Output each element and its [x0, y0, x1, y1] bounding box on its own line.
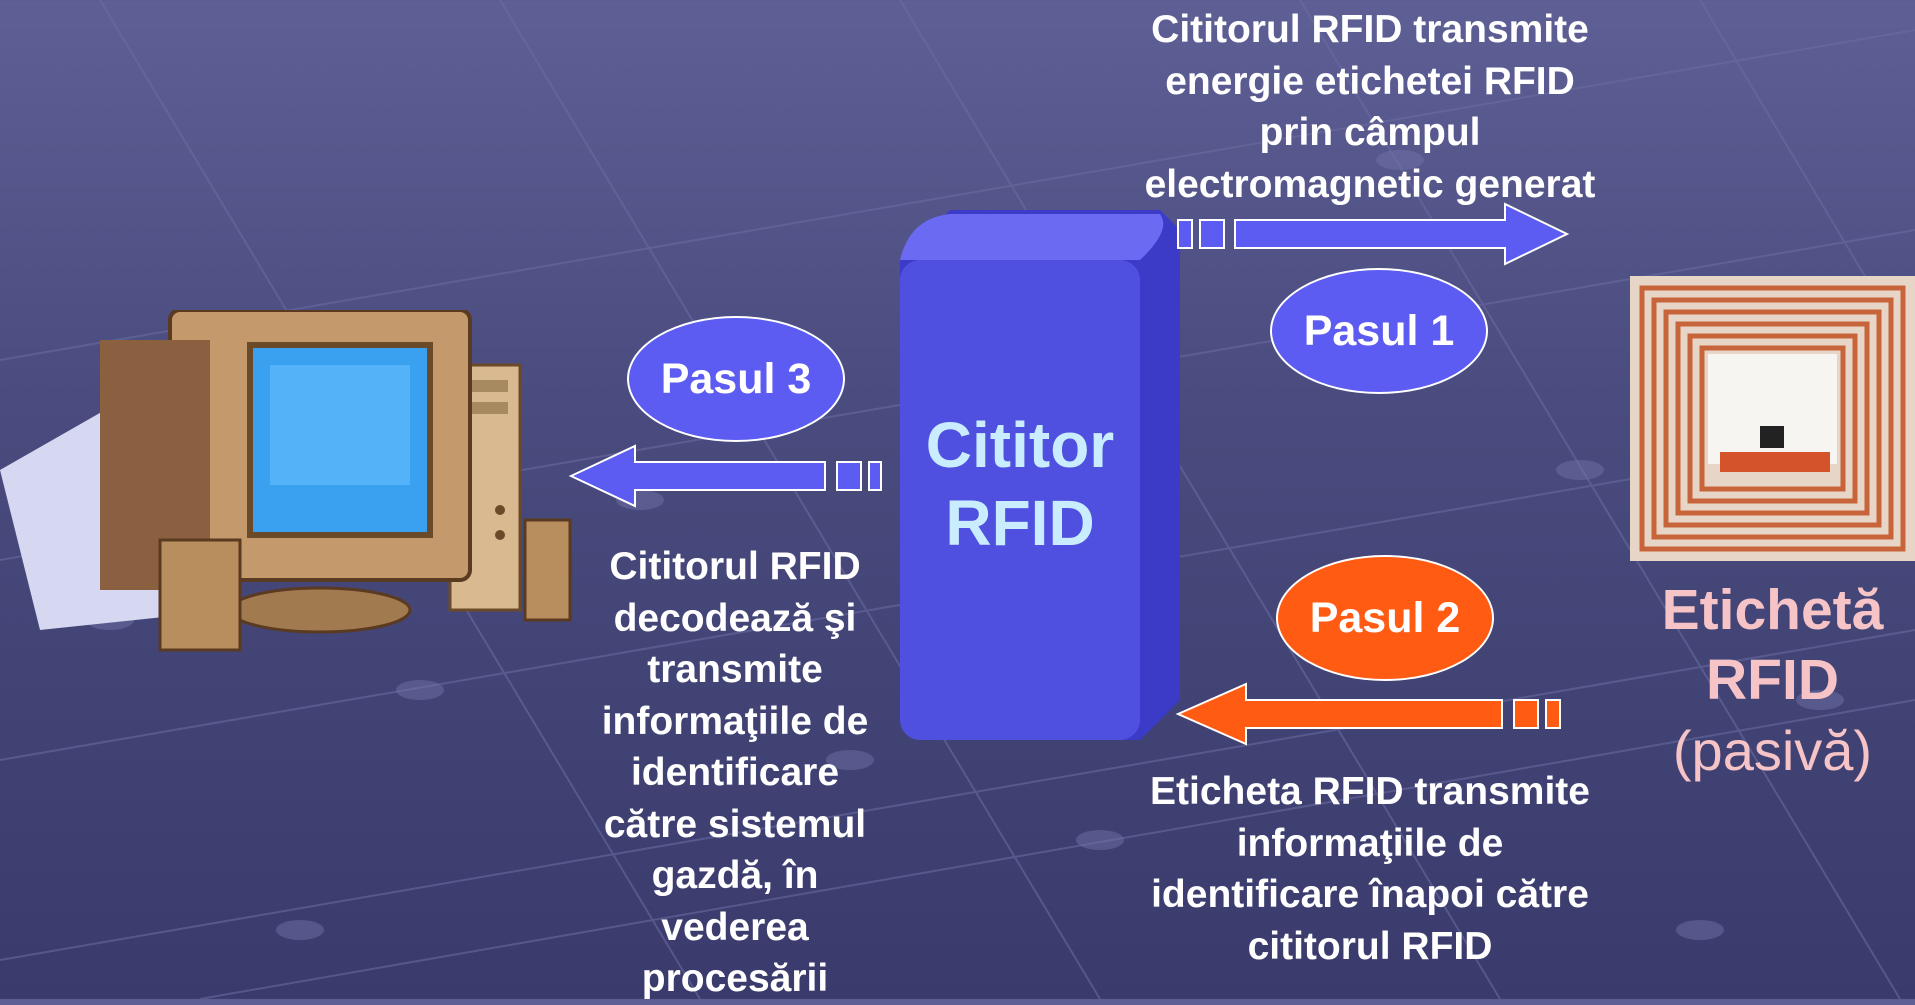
step2-badge: Pasul 2 [1276, 555, 1494, 681]
step1-line: electromagnetic generat [1144, 162, 1596, 206]
step2-line: Eticheta RFID transmite [1150, 770, 1590, 813]
tag-label: Etichetă RFID (pasivă) [1630, 575, 1915, 787]
step2-line: informaţiile de [1236, 821, 1504, 865]
reader-label: Cititor RFID [900, 406, 1140, 562]
rfid-reader-block [900, 210, 1180, 740]
step1-description: Cititorul RFID transmite energie etichet… [1110, 4, 1630, 210]
step2-arrow [1175, 682, 1561, 746]
step3-line: Cititorul RFID [609, 545, 861, 588]
step1-line: Cititorul RFID transmite [1151, 8, 1589, 51]
step3-arrow [568, 444, 882, 508]
rfid-tag-icon [1630, 276, 1915, 561]
step2-line: cititorul RFID [1247, 924, 1493, 968]
step3-description: Cititorul RFID decodează şi transmite in… [560, 541, 910, 1005]
step3-line: procesării [641, 957, 829, 1000]
tag-label-line2: RFID [1706, 648, 1839, 712]
reader-label-line1: Cititor [925, 409, 1115, 481]
step1-arrow [1177, 202, 1570, 266]
step3-line: vederea [661, 905, 809, 949]
reader-label-line2: RFID [945, 487, 1095, 559]
step3-line: către sistemul [603, 802, 867, 846]
step3-badge: Pasul 3 [627, 316, 845, 442]
step1-line: energie etichetei RFID [1165, 59, 1575, 103]
tag-label-line3: (pasivă) [1672, 719, 1873, 782]
desktop-computer-icon [0, 310, 572, 652]
step1-line: prin câmpul [1259, 111, 1481, 154]
step2-description: Eticheta RFID transmite informaţiile de … [1110, 766, 1630, 972]
step3-line: identificare [630, 751, 840, 794]
step3-line: decodează şi [613, 596, 857, 640]
tag-label-line1: Etichetă [1661, 578, 1884, 642]
step1-badge: Pasul 1 [1270, 268, 1488, 394]
step3-line: transmite [647, 648, 823, 691]
step2-line: identificare înapoi către [1151, 873, 1589, 916]
step3-line: gazdă, în [651, 854, 819, 897]
step3-line: informaţiile de [601, 699, 869, 743]
